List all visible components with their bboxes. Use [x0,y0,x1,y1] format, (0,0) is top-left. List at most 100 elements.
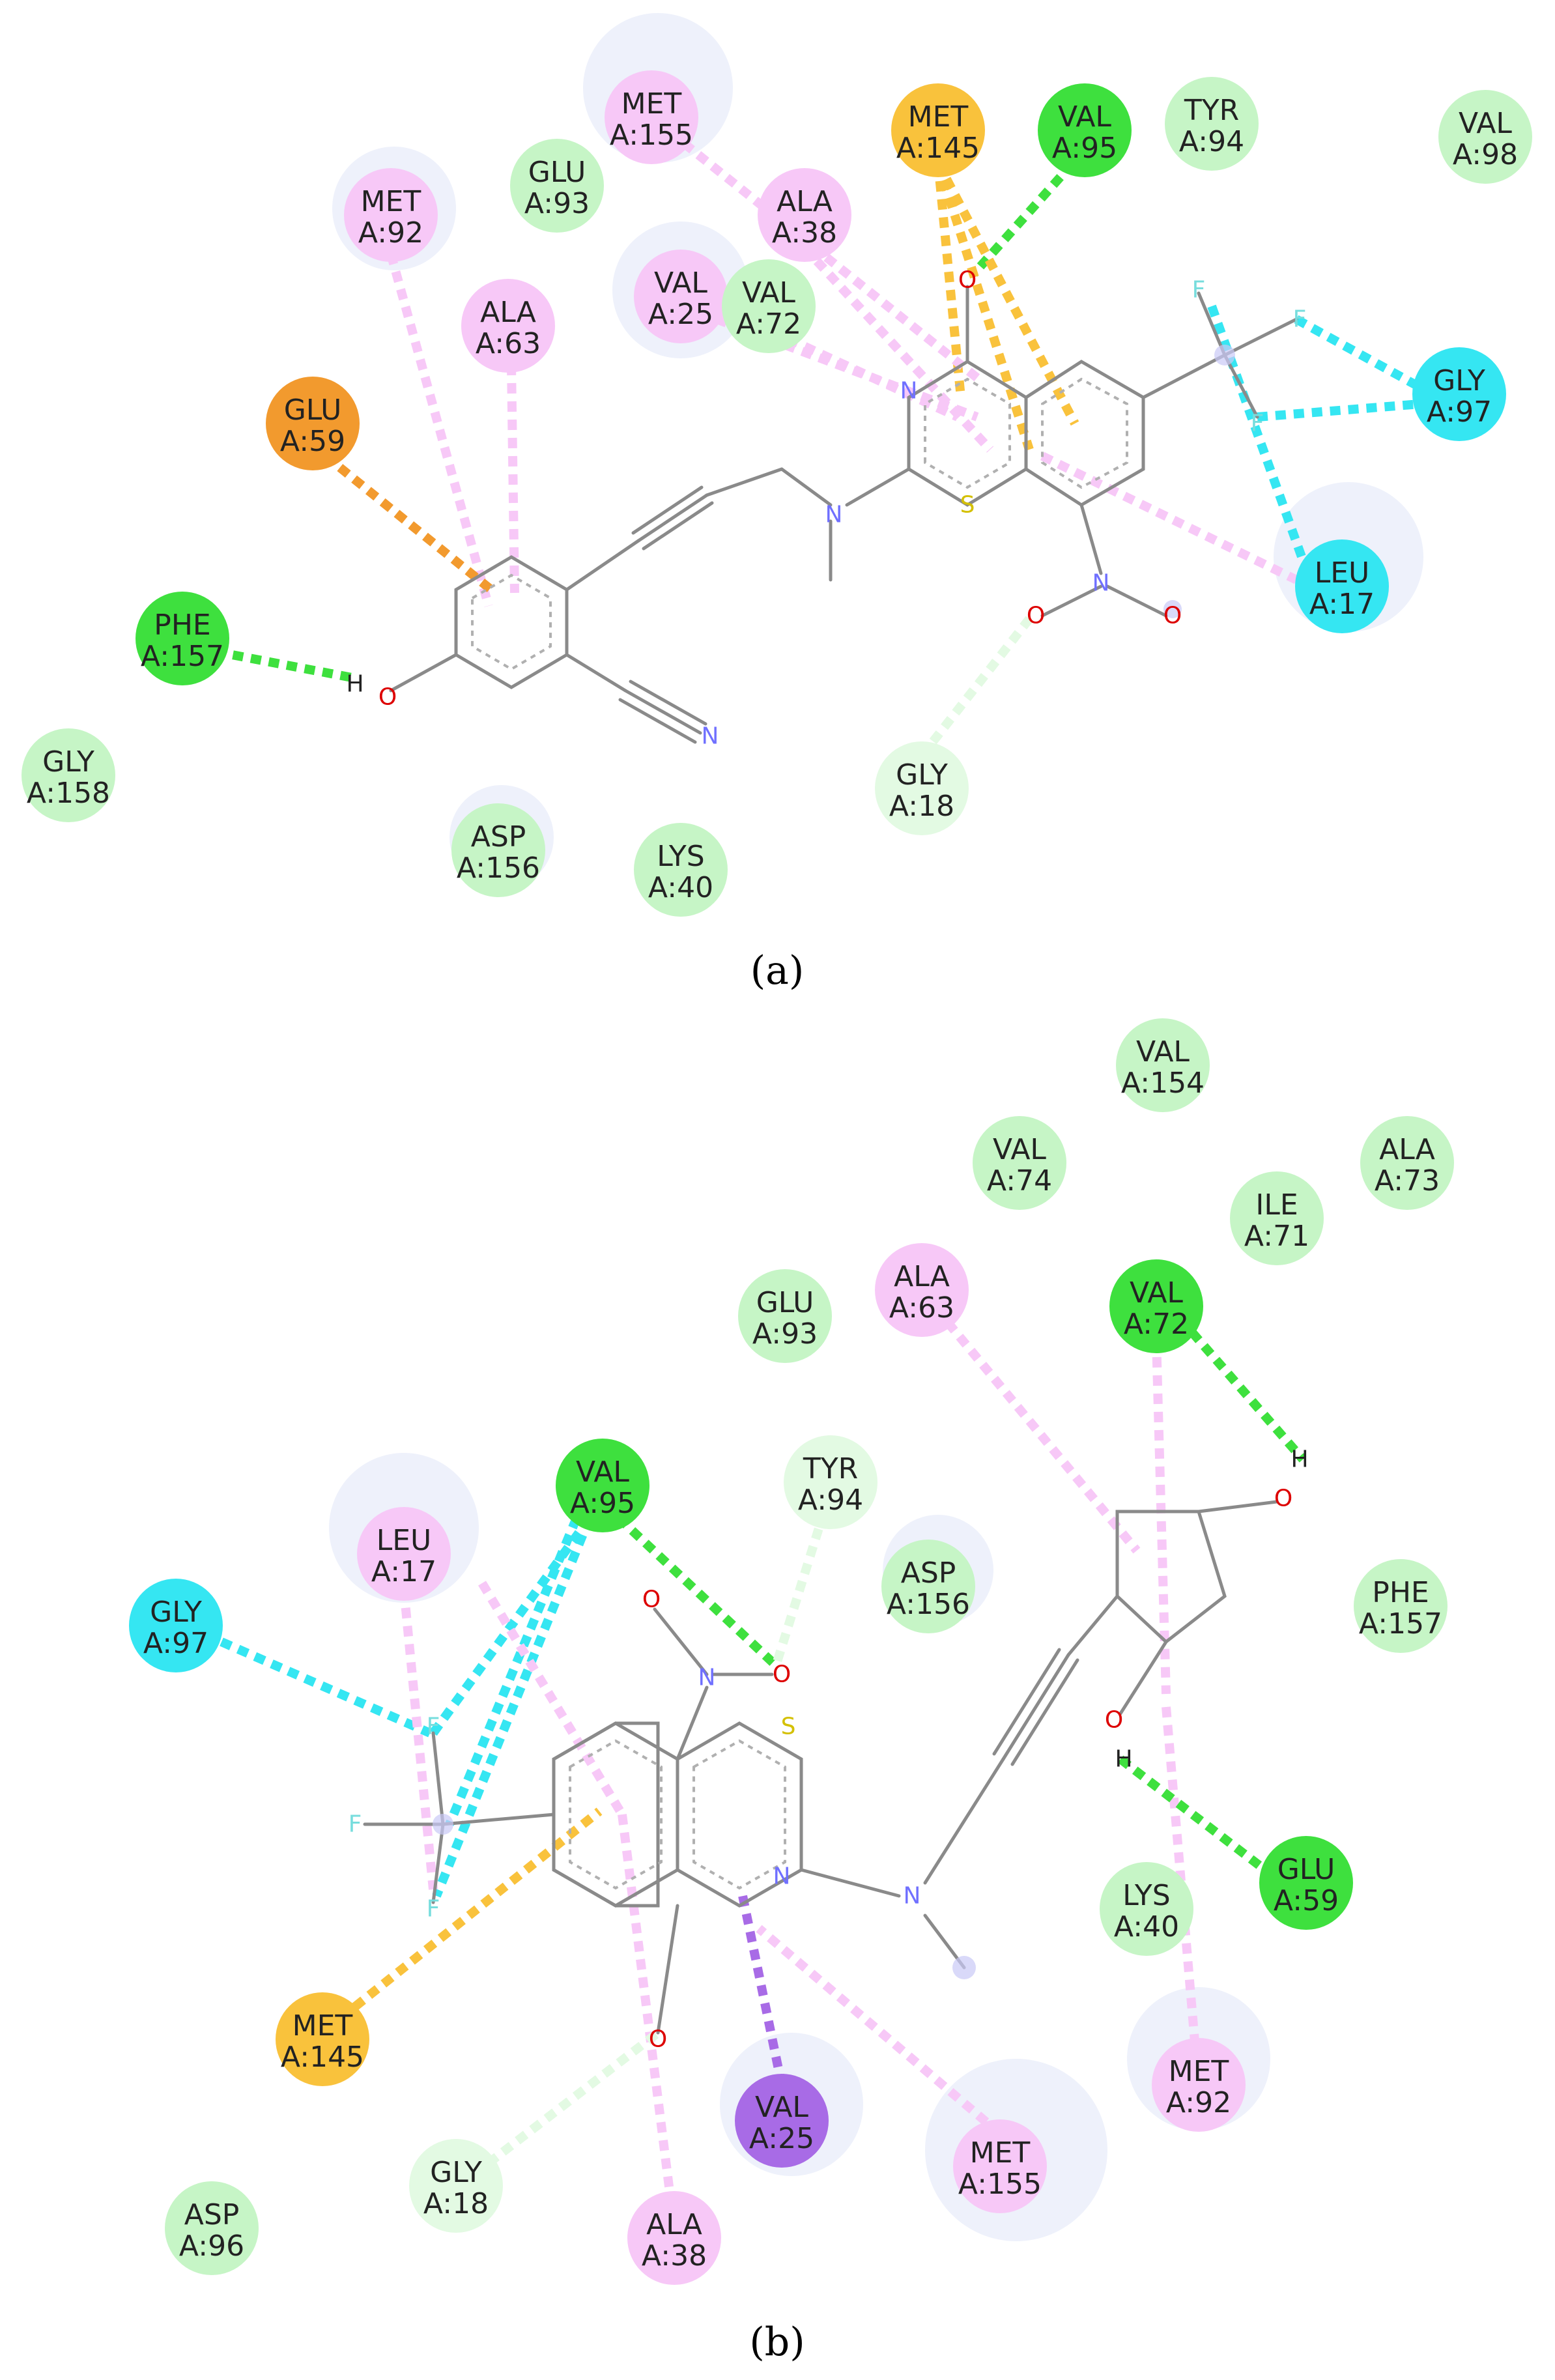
residue-disc [973,1116,1066,1210]
atom-label: O [649,2026,667,2053]
pi-alkyl-interaction [801,244,994,453]
residue-chain-index: A:92 [358,216,423,250]
residue-chain-index: A:155 [958,2168,1042,2201]
hbond-interaction [1117,1755,1277,1880]
residue-name: VAL [576,1455,629,1489]
carbon-hbond-interaction [485,2029,661,2167]
atom-label: F [349,1811,362,1838]
atom-label: F [1293,306,1307,333]
atom-label: S [960,492,975,519]
residue-chain-index: A:63 [476,327,541,360]
residue-chain-index: A:40 [648,871,713,904]
residue-disc [758,168,851,262]
residue-disc [1116,1018,1210,1112]
residue-chain-index: A:94 [798,1484,863,1517]
pi-alkyl-interaction [507,364,519,594]
residue-disc [21,728,115,822]
residue-disc [276,1992,369,2086]
halogen-interaction [432,1516,594,1898]
residue-name: VAL [993,1133,1046,1166]
halogen-interaction [445,1516,581,1826]
residue-name: ALA [646,2208,702,2241]
residue-chain-index: A:156 [887,1588,970,1621]
carbon-hbond-interaction [771,1510,829,1670]
residue-name: LYS [1122,1879,1170,1912]
ligand-structure [389,285,1298,744]
pi-alkyl-interaction [478,1581,626,1817]
atom-label: N [904,1883,921,1910]
residue-chain-index: A:59 [280,425,345,458]
residue-chain-index: A:145 [896,132,980,165]
residue-chain-index: A:25 [648,298,713,331]
residue-chain-index: A:17 [371,1555,436,1588]
residue-disc [722,259,816,353]
residue-disc [129,1579,223,1672]
residue-disc [136,592,229,685]
residue-name: GLU [1277,1853,1335,1886]
residue-name: TYR [1184,94,1239,127]
residue-name: GLY [150,1596,202,1629]
halogen-interaction [1294,315,1429,395]
residue-name: PHE [154,609,210,642]
atom-label: O [1105,1707,1123,1734]
pi-alkyl-interaction [681,139,980,382]
residue-chain-index: A:92 [1166,2086,1231,2119]
residue-chain-index: A:93 [524,187,590,220]
pi-sigma-interaction [738,1895,786,2086]
residue-name: ASP [471,820,526,853]
residue-chain-index: A:72 [1124,1308,1189,1341]
residue-disc [165,2181,259,2275]
residue-chain-index: A:97 [143,1627,208,1660]
atom-label: H [1291,1446,1308,1473]
residue-chain-index: A:95 [570,1487,635,1520]
residue-disc [409,2139,503,2233]
residue-disc [738,1269,832,1363]
residue-disc [881,1540,975,1633]
residue-disc [1360,1116,1454,1210]
residue-chain-index: A:38 [642,2239,707,2272]
residue-name: ASP [901,1556,956,1590]
residue-name: ALA [1379,1133,1435,1166]
